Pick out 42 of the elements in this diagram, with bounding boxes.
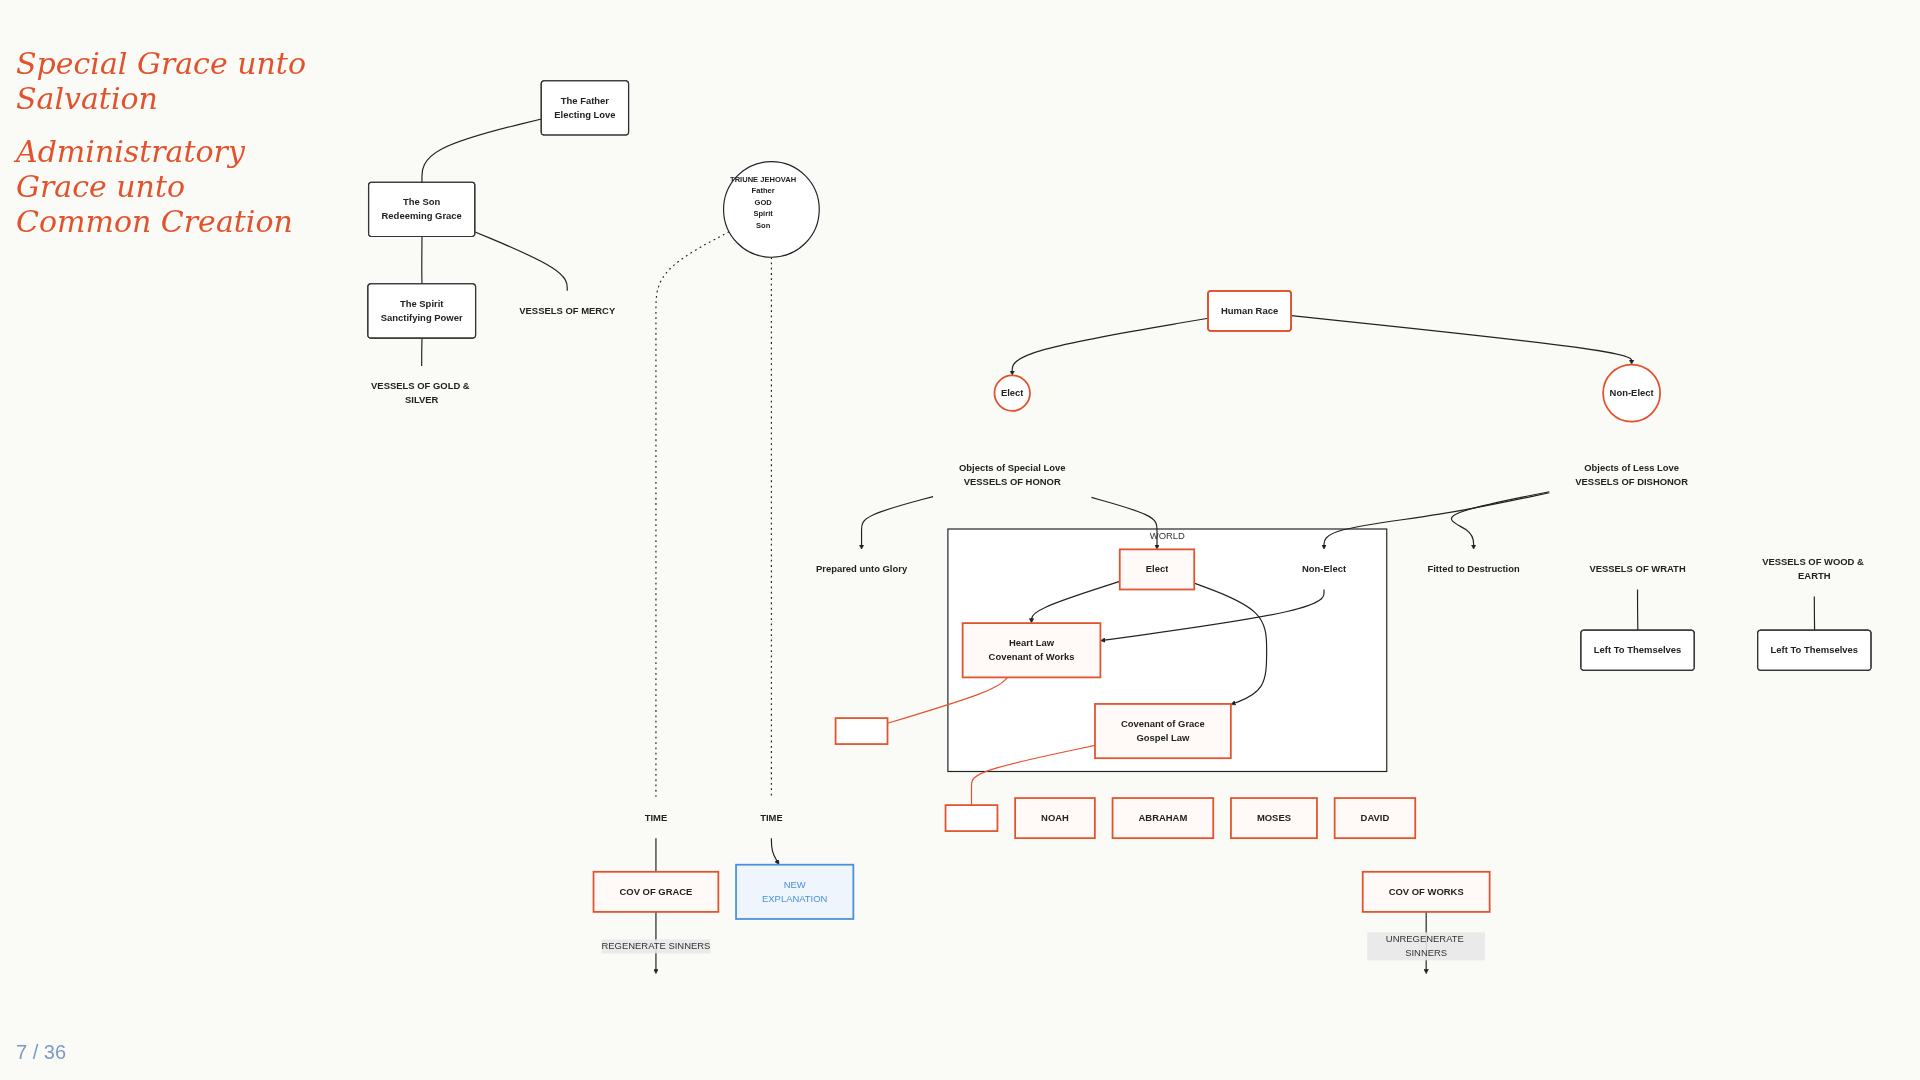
node-circle: Elect bbox=[993, 374, 1031, 412]
node-box: COV OF WORKS bbox=[1361, 870, 1491, 913]
arrow bbox=[1321, 491, 1550, 550]
connector bbox=[421, 235, 423, 285]
node-box: DAVID bbox=[1333, 796, 1417, 839]
node-text: Non-Elect bbox=[1301, 563, 1347, 574]
connector bbox=[770, 256, 772, 799]
node-box bbox=[944, 803, 999, 832]
node-text: VESSELS OF MERCY bbox=[519, 305, 616, 316]
node-text: VESSELS OF WOOD & EARTH bbox=[1762, 556, 1864, 581]
node-text: TIME bbox=[644, 812, 668, 823]
connector bbox=[655, 837, 657, 873]
connector bbox=[474, 231, 568, 292]
edge-label: UNREGENERATE SINNERS bbox=[1385, 933, 1464, 958]
node-box: NOAH bbox=[1014, 796, 1096, 839]
node-box: ABRAHAM bbox=[1111, 796, 1215, 839]
node-box: NEW EXPLANATION bbox=[735, 863, 855, 920]
page-counter: 7 / 36 bbox=[16, 1041, 68, 1064]
connector bbox=[1636, 588, 1639, 631]
arrow bbox=[1450, 490, 1550, 550]
node-circle: Non-Elect bbox=[1602, 363, 1662, 423]
node-box bbox=[834, 716, 889, 745]
arrow bbox=[1090, 496, 1160, 550]
node-text: VESSELS OF GOLD & SILVER bbox=[371, 380, 470, 405]
node-text: Objects of Special Love VESSELS OF HONOR bbox=[958, 462, 1066, 487]
connector bbox=[1813, 595, 1816, 631]
node-box: Covenant of Grace Gospel Law bbox=[1094, 702, 1232, 759]
node-box: Heart Law Covenant of Works bbox=[961, 621, 1102, 678]
node-box: Elect bbox=[1118, 548, 1196, 591]
node-text: Prepared unto Glory bbox=[815, 563, 908, 574]
node-text: TIME bbox=[760, 812, 783, 823]
node-text: Fitted to Destruction bbox=[1427, 563, 1520, 574]
handwritten-note: Special Grace unto Salvation bbox=[16, 46, 307, 116]
node-text: VESSELS OF WRATH bbox=[1589, 563, 1686, 574]
arrow bbox=[858, 495, 934, 550]
node-box: COV OF GRACE bbox=[592, 870, 720, 913]
arrow bbox=[1100, 588, 1325, 643]
node-text: Objects of Less Love VESSELS OF DISHONOR bbox=[1575, 462, 1689, 487]
arrow bbox=[770, 837, 780, 865]
connector bbox=[421, 337, 423, 367]
edge-label: REGENERATE SINNERS bbox=[601, 940, 711, 951]
node-box: MOSES bbox=[1230, 796, 1318, 839]
